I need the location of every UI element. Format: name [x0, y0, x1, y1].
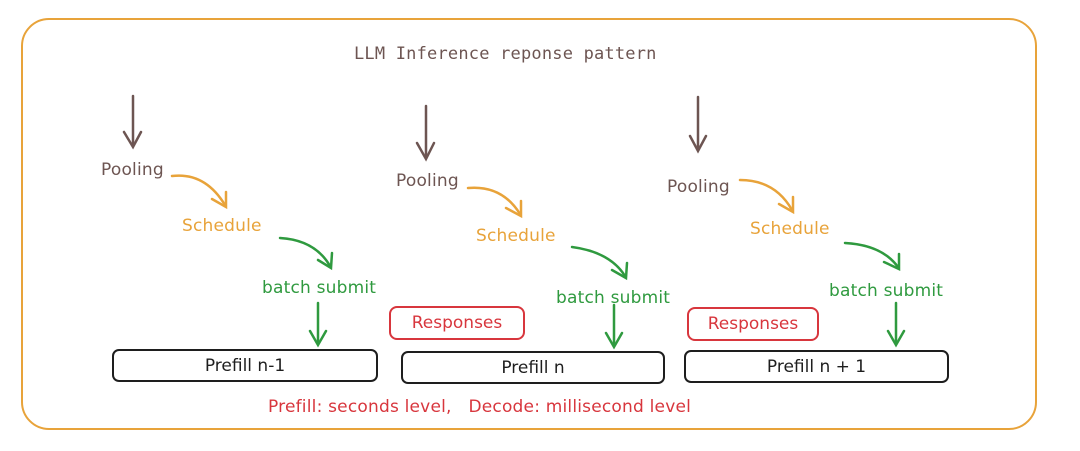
schedule-label-3: Schedule: [750, 219, 830, 239]
responses-label-2: Responses: [707, 314, 799, 334]
batch-to-prefill-arrow-3: [886, 301, 906, 348]
pooling-to-schedule-arrow-1: [170, 174, 228, 210]
pooling-to-schedule-arrow-2: [466, 186, 523, 219]
diagram-title: LLM Inference reponse pattern: [354, 44, 657, 64]
batch-submit-label-2: batch submit: [556, 288, 671, 308]
batch-to-prefill-arrow-1: [308, 301, 328, 348]
prefill-label-3: Prefill n + 1: [766, 356, 867, 377]
batch-to-prefill-arrow-2: [604, 303, 624, 350]
schedule-to-batch-arrow-2: [570, 245, 629, 281]
pooling-label-3: Pooling: [667, 177, 730, 197]
schedule-to-batch-arrow-3: [843, 241, 901, 271]
incoming-arrow-2: [415, 104, 436, 162]
pooling-label-2: Pooling: [396, 171, 459, 191]
pooling-label-1: Pooling: [101, 160, 164, 180]
responses-box-2: Responses: [687, 307, 819, 341]
incoming-arrow-3: [688, 95, 708, 154]
prefill-box-2: Prefill n: [401, 351, 665, 384]
responses-label-1: Responses: [411, 313, 503, 333]
footer-note: Prefill: seconds level, Decode: millisec…: [268, 397, 692, 417]
prefill-label-2: Prefill n: [501, 357, 565, 378]
incoming-arrow-1: [122, 94, 143, 150]
batch-submit-label-3: batch submit: [829, 281, 944, 301]
prefill-box-3: Prefill n + 1: [684, 350, 949, 383]
schedule-label-2: Schedule: [476, 226, 556, 246]
schedule-to-batch-arrow-1: [278, 236, 334, 271]
schedule-label-1: Schedule: [182, 216, 262, 236]
outer-frame: [21, 18, 1037, 430]
pooling-to-schedule-arrow-3: [738, 178, 795, 215]
prefill-box-1: Prefill n-1: [112, 349, 378, 382]
responses-box-1: Responses: [389, 306, 525, 340]
batch-submit-label-1: batch submit: [262, 278, 377, 298]
prefill-label-1: Prefill n-1: [204, 355, 286, 376]
